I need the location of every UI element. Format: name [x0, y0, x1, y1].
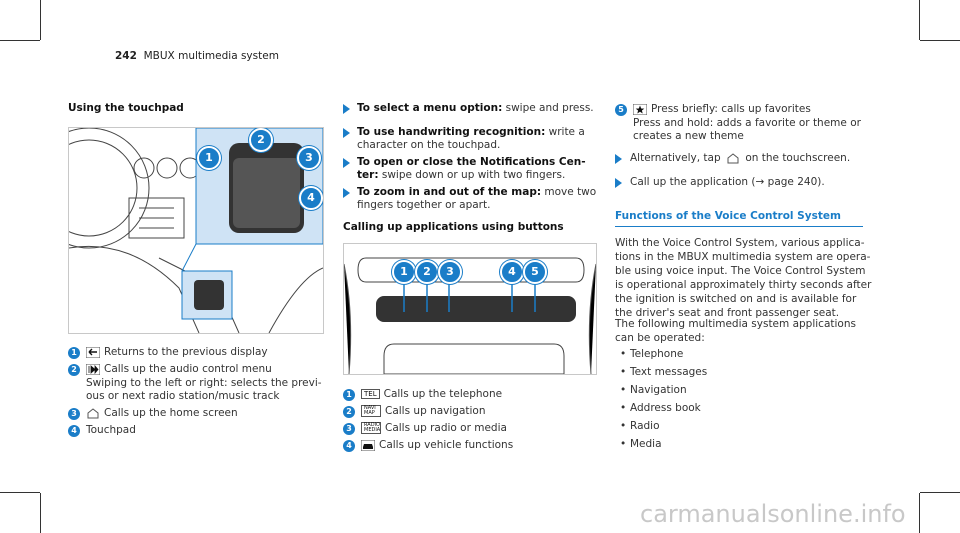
watermark: carmanualsonline.info — [640, 500, 906, 528]
voice-para-line5: the ignition is switched on and is avail… — [615, 293, 857, 305]
item-extra-2b: ous or next radio station/music track — [86, 390, 280, 402]
bullet-arrow-icon — [343, 158, 350, 168]
voice-para-line3: ble using voice input. The Voice Control… — [615, 265, 866, 277]
list-item: Telephone — [620, 348, 683, 360]
apps-para-line2: can be operated: — [615, 332, 705, 344]
favorites-line3: creates a new theme — [633, 130, 744, 142]
home-icon — [87, 407, 99, 418]
list-item: Text messages — [620, 366, 707, 378]
instruction-handwriting-line2: character on the touchpad. — [357, 139, 501, 151]
instruction-select-menu: To select a menu option: swipe and press… — [357, 102, 594, 114]
item-text-3: Calls up the home screen — [86, 407, 238, 420]
favorites-line2: Press and hold: adds a favorite or theme… — [633, 117, 861, 129]
section-title-voice-control: Functions of the Voice Control System — [615, 210, 841, 222]
item-number-2: 2 — [343, 406, 355, 418]
apps-para-line1: The following multimedia system applicat… — [615, 318, 856, 330]
figure-callout-4: 4 — [500, 260, 524, 284]
item-extra-2a: Swiping to the left or right: selects th… — [86, 377, 322, 389]
figure-callout-3: 3 — [297, 146, 321, 170]
item-number-4: 4 — [68, 425, 80, 437]
item-text-2: Calls up the audio control menu — [86, 363, 272, 376]
favorites-item: Press briefly: calls up favorites — [633, 103, 811, 116]
skip-forward-icon — [86, 363, 100, 375]
list-item: Navigation — [620, 384, 687, 396]
item-number-5: 5 — [615, 104, 627, 116]
bullet-arrow-icon — [615, 178, 622, 188]
bullet-arrow-icon — [343, 128, 350, 138]
page-header: 242 MBUX multimedia system — [115, 50, 279, 62]
voice-para-line1: With the Voice Control System, various a… — [615, 237, 865, 249]
crop-mark — [40, 493, 41, 533]
instruction-notifications: To open or close the Notifications Cen- — [357, 156, 586, 168]
item-number-2: 2 — [68, 364, 80, 376]
star-icon — [633, 103, 647, 115]
item-text-1: Returns to the previous display — [86, 346, 268, 359]
alternatively-instruction: Alternatively, tap on the touchscreen. — [630, 152, 851, 164]
voice-para-line6: the driver's seat and front passenger se… — [615, 307, 840, 319]
item-number-4: 4 — [343, 440, 355, 452]
item-number-1: 1 — [68, 347, 80, 359]
subtitle-buttons: Calling up applications using buttons — [343, 221, 564, 233]
list-item: Media — [620, 438, 661, 450]
touchpad-illustration — [69, 128, 323, 333]
touchpad-figure: 1 2 3 4 — [68, 127, 324, 334]
figure-callout-2: 2 — [415, 260, 439, 284]
section-divider — [615, 226, 863, 227]
item-number-3: 3 — [343, 423, 355, 435]
page-title: MBUX multimedia system — [143, 50, 279, 62]
crop-mark — [920, 492, 960, 493]
list-item: Address book — [620, 402, 701, 414]
buttons-figure: 1 2 3 4 5 — [343, 243, 597, 375]
crop-mark — [919, 493, 920, 533]
radio-media-key-icon: RADIO MEDIA — [361, 422, 381, 434]
item-number-1: 1 — [343, 389, 355, 401]
figure-callout-3: 3 — [438, 260, 462, 284]
crop-mark — [919, 0, 920, 40]
voice-para-line4: is operational approximately thirty seco… — [615, 279, 872, 291]
home-icon — [727, 152, 739, 163]
figure-callout-4: 4 — [299, 186, 323, 210]
page-number: 242 — [115, 50, 137, 62]
crop-mark — [40, 0, 41, 40]
list-item: Radio — [620, 420, 659, 432]
instruction-handwriting: To use handwriting recognition: write a — [357, 126, 585, 138]
item-number-3: 3 — [68, 408, 80, 420]
figure-callout-2: 2 — [249, 128, 273, 152]
instruction-zoom-line2: fingers together or apart. — [357, 199, 491, 211]
bullet-arrow-icon — [343, 104, 350, 114]
figure-callout-5: 5 — [523, 260, 547, 284]
back-arrow-icon — [86, 346, 100, 358]
tel-key-icon: TEL — [361, 389, 380, 399]
bullet-arrow-icon — [343, 188, 350, 198]
bullet-arrow-icon — [615, 154, 622, 164]
crop-mark — [0, 40, 40, 41]
button-panel-illustration — [344, 257, 596, 374]
navi-map-key-icon: NAVI MAP — [361, 405, 381, 417]
button-item-vehicle: Calls up vehicle functions — [361, 439, 513, 452]
instruction-notifications-line2: ter: swipe down or up with two fingers. — [357, 169, 566, 181]
item-text-4: Touchpad — [86, 424, 136, 436]
call-up-instruction: Call up the application (→ page 240). — [630, 176, 825, 188]
crop-mark — [0, 492, 40, 493]
crop-mark — [920, 40, 960, 41]
section-title-touchpad: Using the touchpad — [68, 102, 184, 114]
voice-para-line2: tions in the MBUX multimedia system are … — [615, 251, 871, 263]
car-icon — [361, 439, 375, 451]
instruction-zoom: To zoom in and out of the map: move two — [357, 186, 597, 198]
figure-callout-1: 1 — [392, 260, 416, 284]
figure-callout-1: 1 — [197, 146, 221, 170]
